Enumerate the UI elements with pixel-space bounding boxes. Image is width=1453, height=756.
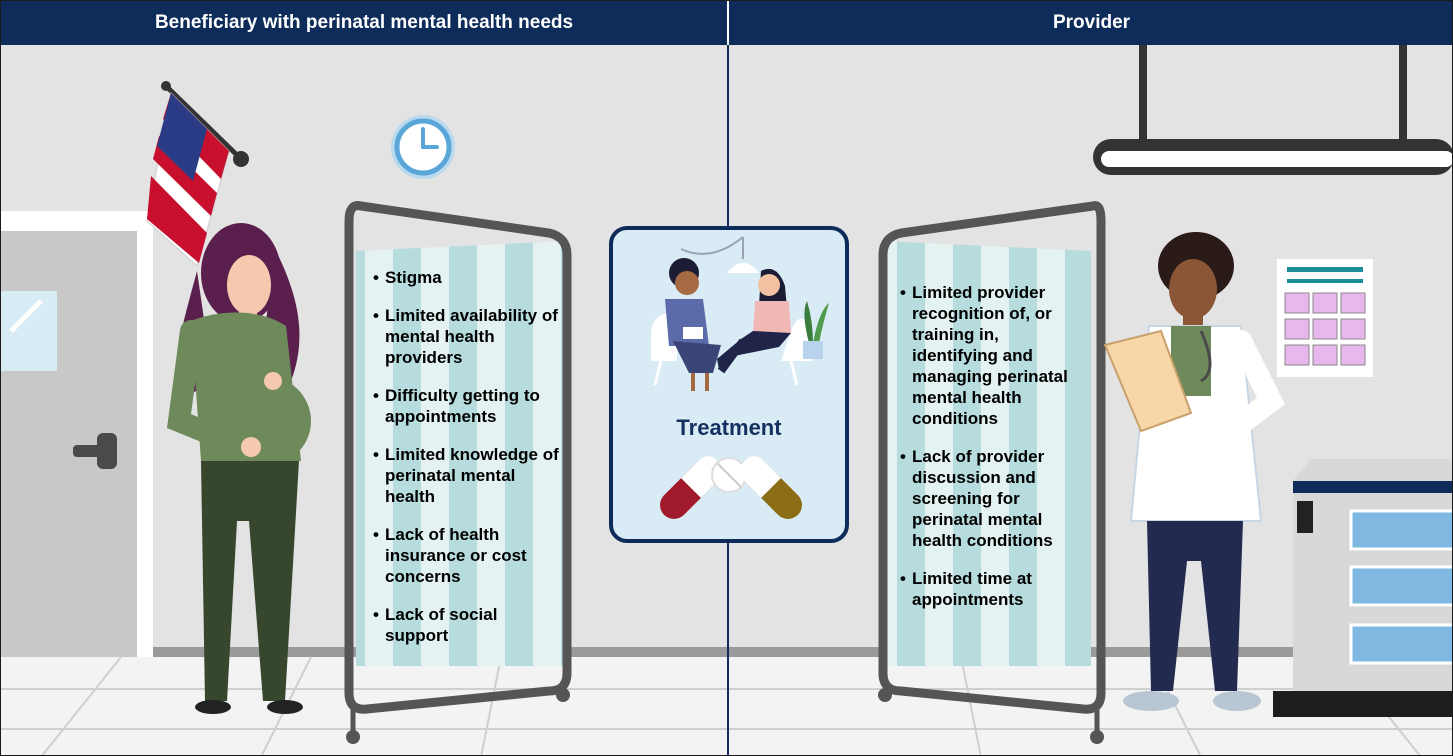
beneficiary-barrier-item: Limited availability of mental health pr… <box>373 305 563 368</box>
provider-barrier-item: Lack of provider discussion and screenin… <box>900 446 1085 551</box>
ceiling-lamp-icon <box>680 236 759 273</box>
beneficiary-barrier-item: Limited knowledge of perinatal mental he… <box>373 444 563 507</box>
provider-barrier-list: Limited provider recognition of, or trai… <box>900 282 1085 627</box>
wall-clock-icon <box>391 115 455 179</box>
medical-cabinet <box>1273 459 1452 717</box>
header-beneficiary: Beneficiary with perinatal mental health… <box>1 1 727 45</box>
pregnant-woman-figure <box>166 223 311 714</box>
floor <box>1 657 1452 755</box>
doctor-figure <box>1103 232 1285 711</box>
beneficiary-barrier-item: Difficulty getting to appointments <box>373 385 563 427</box>
treatment-card <box>609 226 849 543</box>
beneficiary-barrier-item: Lack of social support <box>373 604 563 646</box>
ceiling-light <box>1093 45 1452 175</box>
treatment-label: Treatment <box>676 415 782 440</box>
beneficiary-barrier-item: Stigma <box>373 267 563 288</box>
provider-barrier-item: Limited time at appointments <box>900 568 1085 610</box>
capsule-icon <box>739 456 802 519</box>
header-provider: Provider <box>729 1 1452 45</box>
beneficiary-barrier-list: Stigma Limited availability of mental he… <box>373 267 563 663</box>
wall-chart <box>1277 259 1373 377</box>
american-flag-icon <box>146 81 249 267</box>
provider-barrier-item: Limited provider recognition of, or trai… <box>900 282 1085 429</box>
capsule-icon <box>660 456 723 519</box>
plant-icon <box>803 301 829 359</box>
tablet-pill-icon <box>711 457 747 493</box>
beneficiary-barrier-item: Lack of health insurance or cost concern… <box>373 524 563 587</box>
door <box>1 211 153 657</box>
